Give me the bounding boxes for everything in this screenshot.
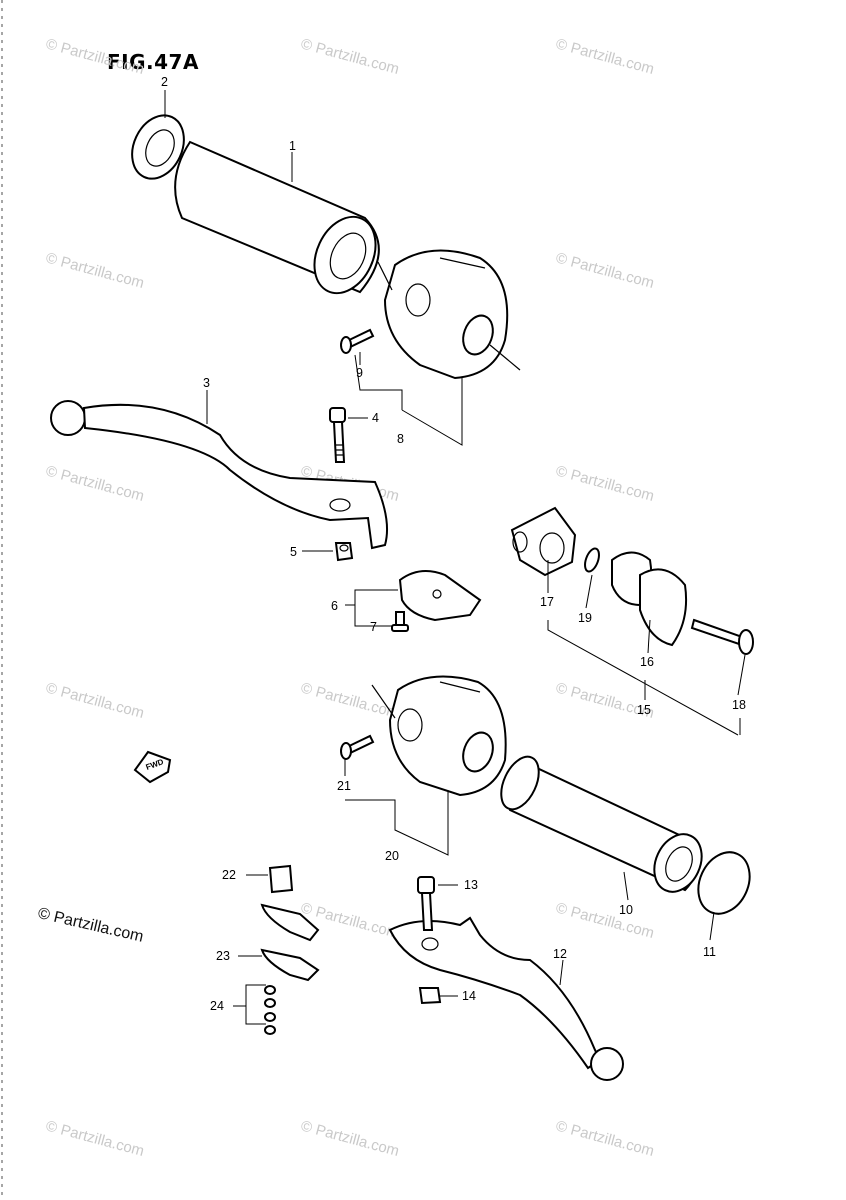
leader-lines (164, 90, 746, 1025)
throttle-grip-part (500, 755, 703, 893)
clutch-lever-part (50, 400, 388, 550)
callout-13: 13 (464, 878, 478, 892)
callout-21: 21 (337, 779, 351, 793)
connector-part (268, 864, 294, 894)
callout-20: 20 (385, 849, 399, 863)
right-switch-housing-part (371, 675, 507, 797)
lever-nut-part (334, 542, 354, 562)
grip-end-cap-part (131, 114, 185, 180)
callout-22: 22 (222, 868, 236, 882)
brake-lever-bolt-part (417, 876, 435, 931)
watermark-text: © Partzilla.com (44, 35, 146, 78)
callout-1: 1 (289, 139, 296, 153)
callout-23: 23 (216, 949, 230, 963)
callout-7: 7 (370, 620, 377, 634)
throttle-end-cap-part (697, 851, 751, 915)
callout-24: 24 (210, 999, 224, 1013)
watermark-text: © Partzilla.com (554, 462, 656, 505)
watermark-text: © Partzilla.com (44, 1117, 146, 1160)
washer-part (584, 547, 600, 573)
housing-screw-part (340, 734, 375, 760)
callout-3: 3 (203, 376, 210, 390)
left-handle-grip-part (174, 140, 380, 295)
brake-switch-plate-part (260, 903, 320, 982)
screw-part (340, 328, 375, 354)
watermark-text: © Partzilla.com (554, 1117, 656, 1160)
front-brake-lever-part (388, 916, 624, 1081)
callout-9: 9 (356, 366, 363, 380)
lever-switch-part (398, 570, 482, 622)
watermark-text: © Partzilla.com (299, 35, 401, 78)
brake-lever-nut-part (418, 987, 442, 1005)
callout-8: 8 (397, 432, 404, 446)
watermark-text: © Partzilla.com (554, 899, 656, 942)
fwd-direction-arrow: FWD (133, 750, 172, 784)
watermark-text: © Partzilla.com (44, 249, 146, 292)
callout-6: 6 (331, 599, 338, 613)
brake-switch-hardware-part (264, 985, 276, 1035)
watermark-text: © Partzilla.com (44, 462, 146, 505)
watermark-text: © Partzilla.com (554, 249, 656, 292)
watermark-layer: © Partzilla.com © Partzilla.com © Partzi… (44, 35, 656, 1160)
callout-labels: 1 2 3 4 5 6 7 8 9 10 11 12 13 14 15 16 1… (161, 75, 746, 1013)
watermark-text: © Partzilla.com (44, 679, 146, 722)
callout-4: 4 (372, 411, 379, 425)
left-switch-housing-part (377, 249, 521, 380)
throttle-cap-part (611, 551, 688, 647)
watermark-text: © Partzilla.com (554, 35, 656, 78)
callout-18: 18 (732, 698, 746, 712)
callout-10: 10 (619, 903, 633, 917)
figure-title: FIG.47A (107, 50, 199, 74)
switch-screw-part (391, 611, 409, 632)
watermark-text: © Partzilla.com (299, 679, 401, 722)
callout-2: 2 (161, 75, 168, 89)
throttle-housing-part (510, 506, 577, 577)
callout-19: 19 (578, 611, 592, 625)
throttle-screw-part (690, 618, 754, 655)
callout-17: 17 (540, 595, 554, 609)
watermark-text: © Partzilla.com (299, 1117, 401, 1160)
callout-11: 11 (703, 945, 716, 959)
callout-5: 5 (290, 545, 297, 559)
lever-bolt-part (329, 407, 346, 463)
callout-12: 12 (553, 947, 567, 961)
callout-16: 16 (640, 655, 654, 669)
callout-14: 14 (462, 989, 476, 1003)
callout-15: 15 (637, 703, 651, 717)
